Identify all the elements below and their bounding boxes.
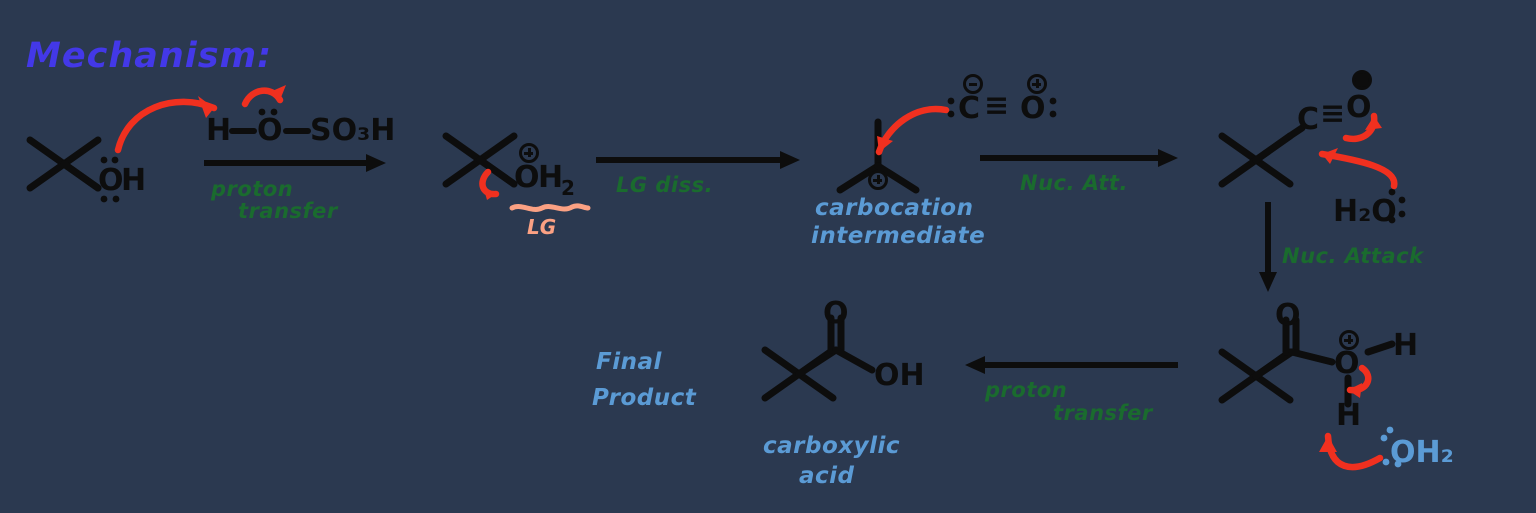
product-name-line1: carboxylic bbox=[763, 433, 900, 459]
carbocation-positive-charge bbox=[868, 170, 888, 190]
protonated-acid-oxonium-oxygen: O bbox=[1334, 346, 1360, 381]
acylium-triple-bond: ≡ bbox=[1320, 96, 1346, 131]
sulfuric-acid-h-left: H bbox=[206, 113, 232, 148]
oxonium-hydrogen: H bbox=[538, 160, 564, 195]
oxonium-oxygen: O bbox=[514, 160, 540, 195]
protonated-acid-carbonyl-oxygen: O bbox=[1275, 298, 1301, 333]
carbocation-note-line2: intermediate bbox=[811, 223, 986, 249]
protonated-acid-h-right: H bbox=[1393, 328, 1419, 363]
step-1-condition-line1: proton bbox=[211, 177, 294, 201]
final-product-note-line2: Product bbox=[592, 385, 697, 411]
step-4-condition-line1: Nuc. Attack bbox=[1282, 244, 1424, 268]
oxonium-positive-charge bbox=[519, 143, 539, 163]
co-carbon-label: C bbox=[958, 91, 981, 126]
final-product-note-line1: Final bbox=[596, 349, 662, 375]
co-oxygen-positive-charge bbox=[1027, 74, 1047, 94]
protonated-acid-h-bottom: H bbox=[1336, 398, 1362, 433]
co-triple-bond: ≡ bbox=[984, 88, 1010, 123]
co-carbon-negative-charge bbox=[963, 74, 983, 94]
alcohol-hydrogen-label: H bbox=[121, 163, 147, 198]
protonated-acid-positive-charge bbox=[1339, 330, 1359, 350]
acylium-oxygen-label: O bbox=[1346, 90, 1372, 125]
carbocation-note-line1: carbocation bbox=[815, 195, 974, 221]
water-top-formula: H₂O bbox=[1333, 194, 1397, 229]
acylium-positive-charge bbox=[1352, 70, 1372, 90]
sulfuric-acid-so3h: SO₃H bbox=[310, 113, 396, 148]
product-name-line2: acid bbox=[799, 463, 855, 489]
step-2-condition-line1: LG diss. bbox=[616, 173, 714, 197]
step-5-condition-line1: proton bbox=[985, 378, 1068, 402]
step-1-condition-line2: transfer bbox=[238, 199, 338, 223]
co-oxygen-label: O bbox=[1020, 91, 1046, 126]
sulfuric-acid-oxygen: O bbox=[257, 113, 283, 148]
acylium-carbon-label: C bbox=[1297, 102, 1320, 137]
product-carbonyl-oxygen: O bbox=[823, 296, 849, 331]
product-hydroxyl-label: OH bbox=[874, 358, 925, 393]
leaving-group-label: LG bbox=[527, 215, 557, 239]
page-title: Mechanism: bbox=[26, 36, 273, 76]
oxonium-h-subscript: 2 bbox=[561, 176, 575, 200]
step-5-condition-line2: transfer bbox=[1053, 401, 1153, 425]
alcohol-oxygen-label: O bbox=[98, 163, 124, 198]
step-3-condition-line1: Nuc. Att. bbox=[1020, 171, 1128, 195]
